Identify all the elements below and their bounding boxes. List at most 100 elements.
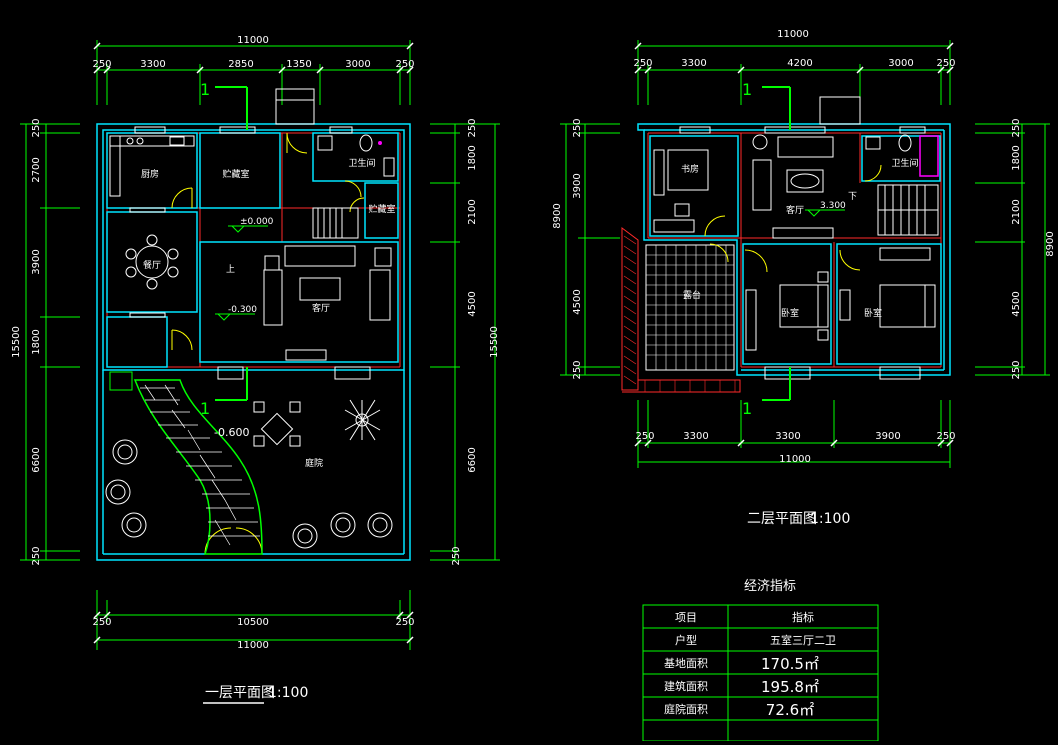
plan2-room-study: 书房 <box>681 163 699 175</box>
plan2-terrace <box>621 227 741 393</box>
plan2-dim-top-0: 250 <box>633 58 652 69</box>
plan1-dim-right-2: 2100 <box>467 199 478 224</box>
plan1-dim-left-0: 250 <box>31 118 42 137</box>
plan2-room-bed1: 卧室 <box>781 307 799 319</box>
plan2-study-furniture <box>653 149 709 233</box>
plan2-section-label-top: 1 <box>742 80 752 99</box>
plan1-room-kitchen: 厨房 <box>141 168 159 180</box>
plan1-room-dining: 餐厅 <box>143 259 161 271</box>
plan1-dim-top-1: 3300 <box>140 59 165 70</box>
table-title: 经济指标 <box>744 579 796 594</box>
plan1-dim-bottom-1: 10500 <box>237 617 269 628</box>
plan1-trees <box>105 399 393 549</box>
plan1-dim-right-5: 250 <box>451 546 462 565</box>
plan1-bath-fixtures <box>317 134 395 177</box>
plan1-dim-top-4: 3000 <box>345 59 370 70</box>
plan1-level-symbols <box>215 225 268 321</box>
plan2-doors <box>704 164 882 273</box>
plan1-ticks <box>93 42 414 644</box>
plan2-windows <box>679 96 926 380</box>
table-row-item: 庭院面积 <box>664 702 708 716</box>
plan1-dim-left-4: 6600 <box>31 447 42 472</box>
plan1-dim-bottom-2: 250 <box>395 617 414 628</box>
second-floor-plan: 11000 250 3300 4200 3000 250 250 3300 33… <box>552 29 1056 527</box>
plan1-dining-set <box>125 234 179 290</box>
plan1-stairs <box>312 207 359 239</box>
plan1-dim-bottom-0: 250 <box>92 617 111 628</box>
table-row-value: 72.6㎡ <box>766 701 814 719</box>
plan1-section-marks <box>215 86 248 401</box>
plan1-yard <box>109 371 263 555</box>
plan2-room-bath: 卫生间 <box>891 157 918 169</box>
plan2-dim-bottom-total: 11000 <box>779 454 811 465</box>
plan1-level-floor: ±0.000 <box>240 217 274 227</box>
plan2-dim-bottom-2: 3300 <box>775 431 800 442</box>
plan1-dim-left-1: 2700 <box>31 157 42 182</box>
plan2-dim-bottom-1: 3300 <box>683 431 708 442</box>
plan2-dim-left-2: 4500 <box>572 289 583 314</box>
plan2-bath-fixtures <box>865 134 939 177</box>
plan2-dim-right-4: 250 <box>1011 360 1022 379</box>
plan1-dim-left-total: 15500 <box>11 326 22 358</box>
plan1-dim-top-5: 250 <box>395 59 414 70</box>
plan1-dim-right-1: 1800 <box>467 145 478 170</box>
table-header-value: 指标 <box>792 610 814 624</box>
plan1-dim-left-5: 250 <box>31 546 42 565</box>
plan2-walls <box>637 123 951 376</box>
plan2-room-terrace: 露台 <box>683 289 701 301</box>
plan1-bath-valve <box>378 141 382 145</box>
plan1-section-label-top: 1 <box>200 80 210 99</box>
plan2-dim-left-0: 250 <box>572 118 583 137</box>
plan2-room-living: 客厅 <box>786 204 804 216</box>
plan2-dim-top-2: 4200 <box>787 58 812 69</box>
plan2-dim-bottom-3: 3900 <box>875 431 900 442</box>
plan2-dim-bottom-4: 250 <box>936 431 955 442</box>
table-row-value: 五室三厅二卫 <box>770 633 836 647</box>
plan2-down-mark: 下 <box>848 192 857 202</box>
table-row-item: 户型 <box>675 633 697 647</box>
plan1-dim-top-2: 2850 <box>228 59 253 70</box>
plan1-dimension-lines <box>20 40 500 650</box>
plan1-dim-top-total: 11000 <box>237 35 269 46</box>
plan1-dim-bottom-total: 11000 <box>237 640 269 651</box>
ground-floor-plan: 11000 250 3300 2850 1350 3000 250 250 10… <box>11 35 500 704</box>
table-row-value: 195.8㎡ <box>761 678 819 696</box>
plan2-living-furniture <box>752 134 834 239</box>
plan2-dim-right-3: 4500 <box>1011 291 1022 316</box>
table-row-item: 基地面积 <box>664 657 708 670</box>
table-row-item: 建筑面积 <box>664 679 708 693</box>
plan2-section-label-bottom: 1 <box>742 399 752 418</box>
plan2-scale: 1:100 <box>810 511 850 527</box>
plan2-title: 二层平面图 <box>747 511 817 527</box>
plan2-dim-left-total: 8900 <box>552 203 563 228</box>
plan2-stairs <box>877 184 939 236</box>
plan1-room-storage1: 贮藏室 <box>222 168 249 180</box>
plan1-dim-top-3: 1350 <box>286 59 311 70</box>
plan1-title: 一层平面图 <box>205 685 275 701</box>
plan1-windows <box>129 88 371 380</box>
plan2-dim-top-3: 3000 <box>888 58 913 69</box>
plan2-dim-right-1: 1800 <box>1011 145 1022 170</box>
plan1-room-living: 客厅 <box>312 302 330 314</box>
plan1-room-bath: 卫生间 <box>348 157 375 169</box>
plan2-section-marks <box>762 86 791 401</box>
plan1-section-label-bottom: 1 <box>200 399 210 418</box>
plan2-dim-right-total: 8900 <box>1045 231 1056 256</box>
plan2-dim-left-1: 3900 <box>572 173 583 198</box>
plan2-dim-right-2: 2100 <box>1011 199 1022 224</box>
plan1-level-yard: -0.600 <box>214 426 249 439</box>
plan1-walls <box>96 123 411 561</box>
plan1-doors <box>171 132 365 555</box>
plan1-room-storage2: 贮藏室 <box>368 203 395 215</box>
economic-indicators-table: 经济指标 项目 指标 户型 五室三厅二卫 基地面积 170.5㎡ 建筑面积 19… <box>642 579 879 742</box>
plan2-dimension-lines <box>560 40 1050 468</box>
plan1-scale: 1:100 <box>268 685 308 701</box>
plan1-kitchen-fixtures <box>109 135 195 197</box>
plan1-room-yard: 庭院 <box>305 457 323 469</box>
plan2-level-floor: 3.300 <box>820 201 846 211</box>
table-header-item: 项目 <box>675 611 697 624</box>
plan1-patio-set <box>253 401 301 447</box>
plan2-dim-left-3: 250 <box>572 360 583 379</box>
